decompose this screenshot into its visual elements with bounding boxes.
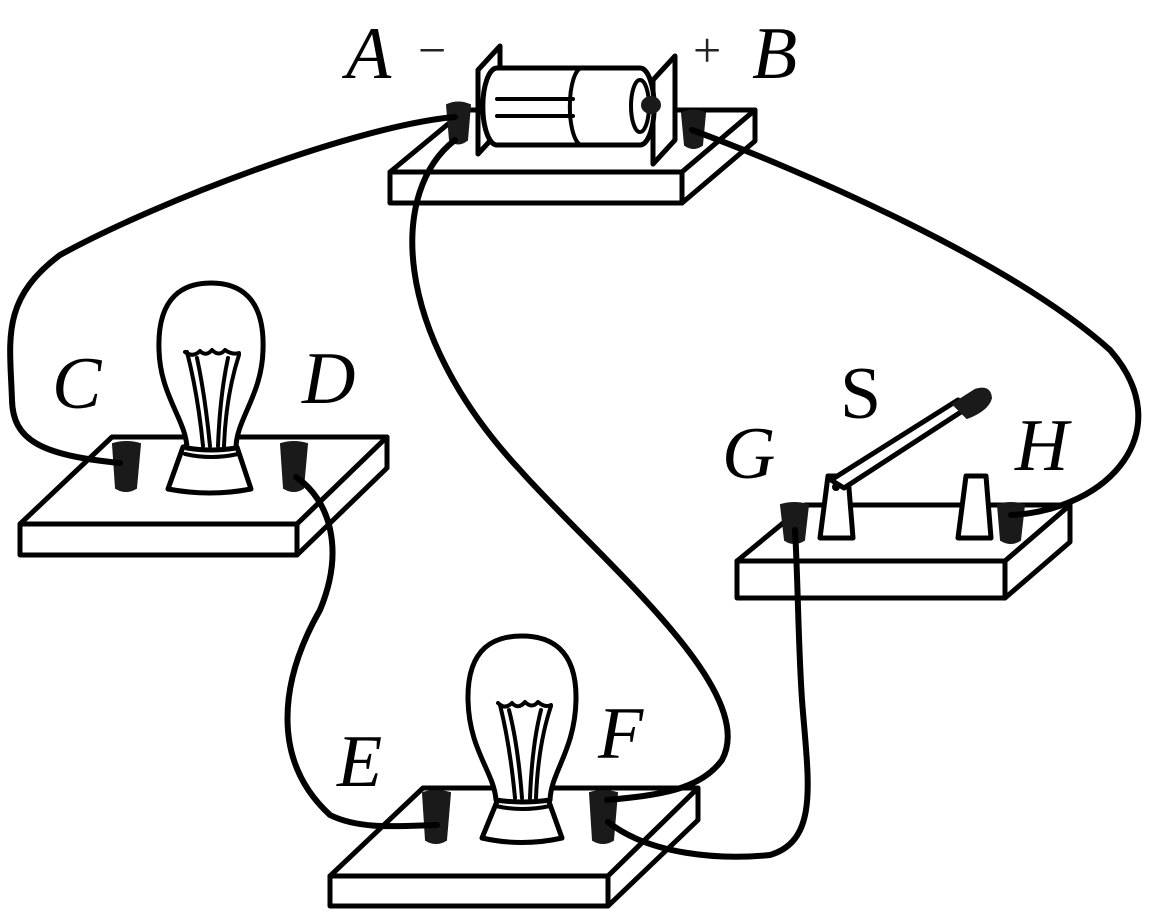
label-b: B xyxy=(752,13,797,95)
label-d: D xyxy=(301,338,355,420)
label-g: G xyxy=(722,413,775,495)
terminal-e[interactable] xyxy=(421,790,452,844)
switch-s[interactable] xyxy=(817,387,994,541)
terminal-h[interactable] xyxy=(996,502,1026,544)
wire-a-c[interactable] xyxy=(7,114,458,466)
label-positive-sign: + xyxy=(693,22,721,78)
battery-cell xyxy=(480,65,661,148)
wire-d-e[interactable] xyxy=(284,474,440,830)
bulb2 xyxy=(465,633,579,845)
wire-b-h[interactable] xyxy=(689,127,1142,518)
label-a: A xyxy=(341,13,392,95)
label-e: E xyxy=(336,721,382,803)
bulb1 xyxy=(156,280,266,496)
label-s: S xyxy=(840,353,881,435)
label-negative-sign: − xyxy=(418,22,446,78)
terminal-g[interactable] xyxy=(779,502,810,544)
label-h: H xyxy=(1014,405,1072,487)
label-c: C xyxy=(52,343,103,425)
wire-a-f[interactable] xyxy=(409,137,731,803)
wire-f-g[interactable] xyxy=(605,527,811,860)
terminal-f[interactable] xyxy=(588,790,619,844)
terminal-a[interactable] xyxy=(445,101,472,145)
terminal-c[interactable] xyxy=(111,441,142,492)
label-f: F xyxy=(597,693,644,775)
